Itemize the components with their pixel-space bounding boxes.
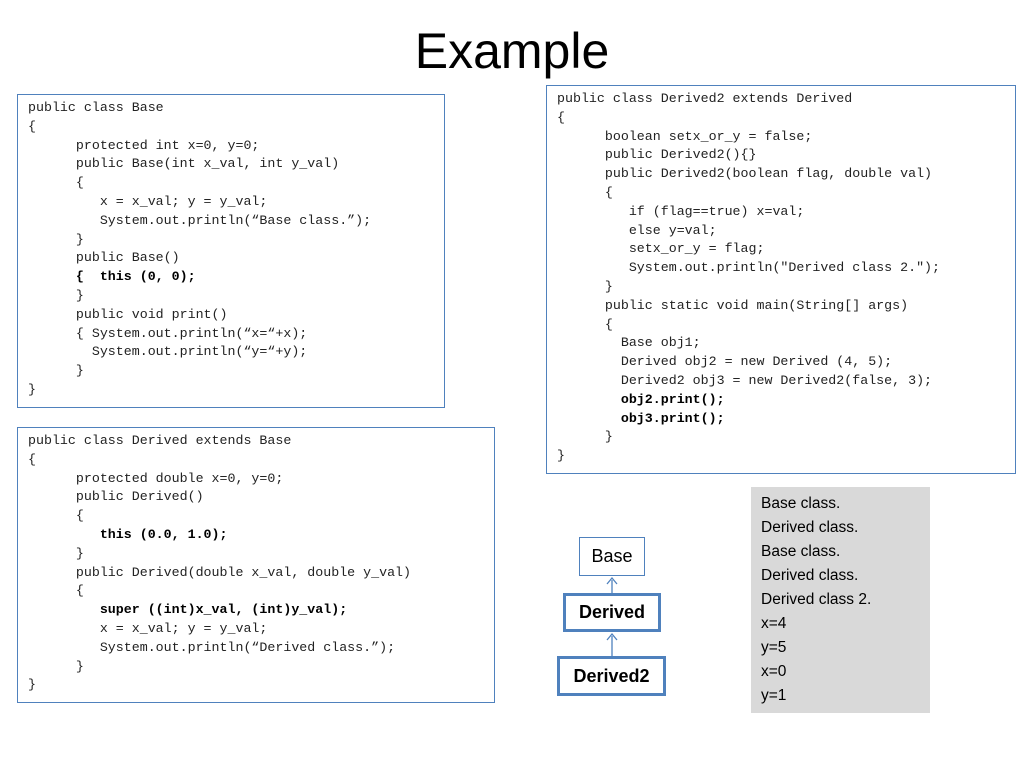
code-line: else y=val; (557, 222, 717, 238)
code-line: { (28, 583, 84, 599)
code-line: } (28, 658, 84, 674)
arrow-head-derived (606, 632, 618, 641)
output-line: Base class. (761, 543, 841, 560)
code-line: public class Derived2 extends Derived (557, 91, 853, 106)
code-line: x = x_val; y = y_val; (28, 620, 268, 636)
output-line: Derived class 2. (761, 591, 872, 608)
hierarchy-node-derived2: Derived2 (557, 656, 666, 696)
code-line: } (28, 677, 36, 693)
code-line: protected double x=0, y=0; (28, 470, 284, 486)
code-line: System.out.println(“Base class.”); (28, 212, 372, 228)
code-line: { this (0, 0); (28, 269, 196, 285)
code-line: public Derived2(){} (557, 147, 757, 163)
code-line: public void print() (28, 306, 228, 322)
code-line: } (557, 278, 613, 294)
code-line: public class Derived extends Base (28, 433, 292, 448)
code-line: public Derived() (28, 489, 204, 505)
code-line: System.out.println(“Derived class.”); (28, 639, 396, 655)
output-line: Derived class. (761, 567, 859, 584)
code-line: { (557, 109, 565, 125)
code-line: { (28, 508, 84, 524)
code-line: { (557, 184, 613, 200)
code-line: public static void main(String[] args) (557, 297, 909, 313)
code-line: obj3.print(); (557, 410, 725, 426)
code-line: if (flag==true) x=val; (557, 203, 805, 219)
code-line: public Derived2(boolean flag, double val… (557, 166, 933, 182)
code-line: setx_or_y = flag; (557, 241, 765, 257)
code-block-derived2-class: public class Derived2 extends Derived { b… (546, 85, 1016, 474)
code-line: } (28, 363, 84, 379)
code-line: super ((int)x_val, (int)y_val); (28, 602, 348, 618)
code-line: { System.out.println(“x=“+x); (28, 325, 308, 341)
hierarchy-node-derived: Derived (563, 593, 661, 632)
code-block-derived-class: public class Derived extends Base { prote… (17, 427, 495, 703)
code-line: Base obj1; (557, 335, 701, 351)
code-line: } (557, 429, 613, 445)
code-line: } (28, 381, 36, 397)
code-line: Derived obj2 = new Derived (4, 5); (557, 354, 893, 370)
hierarchy-node-base: Base (579, 537, 645, 576)
code-line: } (28, 545, 84, 561)
code-line: public class Base (28, 100, 164, 115)
output-line: y=1 (761, 687, 787, 704)
code-line: public Base(int x_val, int y_val) (28, 156, 340, 172)
code-line: System.out.println("Derived class 2."); (557, 260, 941, 276)
code-line: public Base() (28, 250, 180, 266)
program-output: Base class. Derived class. Base class. Deri… (751, 487, 930, 713)
code-line: this (0.0, 1.0); (28, 526, 228, 542)
code-line: } (28, 231, 84, 247)
code-line: x = x_val; y = y_val; (28, 193, 268, 209)
code-line: { (28, 451, 36, 467)
output-line: x=4 (761, 615, 787, 632)
code-block-base-class: public class Base { protected int x=0, y=… (17, 94, 445, 408)
output-line: y=5 (761, 639, 787, 656)
code-line: System.out.println(“y=“+y); (28, 344, 308, 360)
code-line: obj2.print(); (557, 391, 725, 407)
code-line: } (557, 448, 565, 464)
code-line: Derived2 obj3 = new Derived2(false, 3); (557, 372, 933, 388)
slide-title: Example (414, 23, 610, 79)
code-line: { (28, 175, 84, 191)
output-line: Derived class. (761, 519, 859, 536)
arrow-head-base (606, 576, 618, 585)
code-line: } (28, 287, 84, 303)
code-line: { (557, 316, 613, 332)
code-line: { (28, 118, 36, 134)
output-line: Base class. (761, 495, 841, 512)
code-line: protected int x=0, y=0; (28, 137, 260, 153)
code-line: boolean setx_or_y = false; (557, 128, 813, 144)
output-line: x=0 (761, 663, 787, 680)
code-line: public Derived(double x_val, double y_va… (28, 564, 412, 580)
